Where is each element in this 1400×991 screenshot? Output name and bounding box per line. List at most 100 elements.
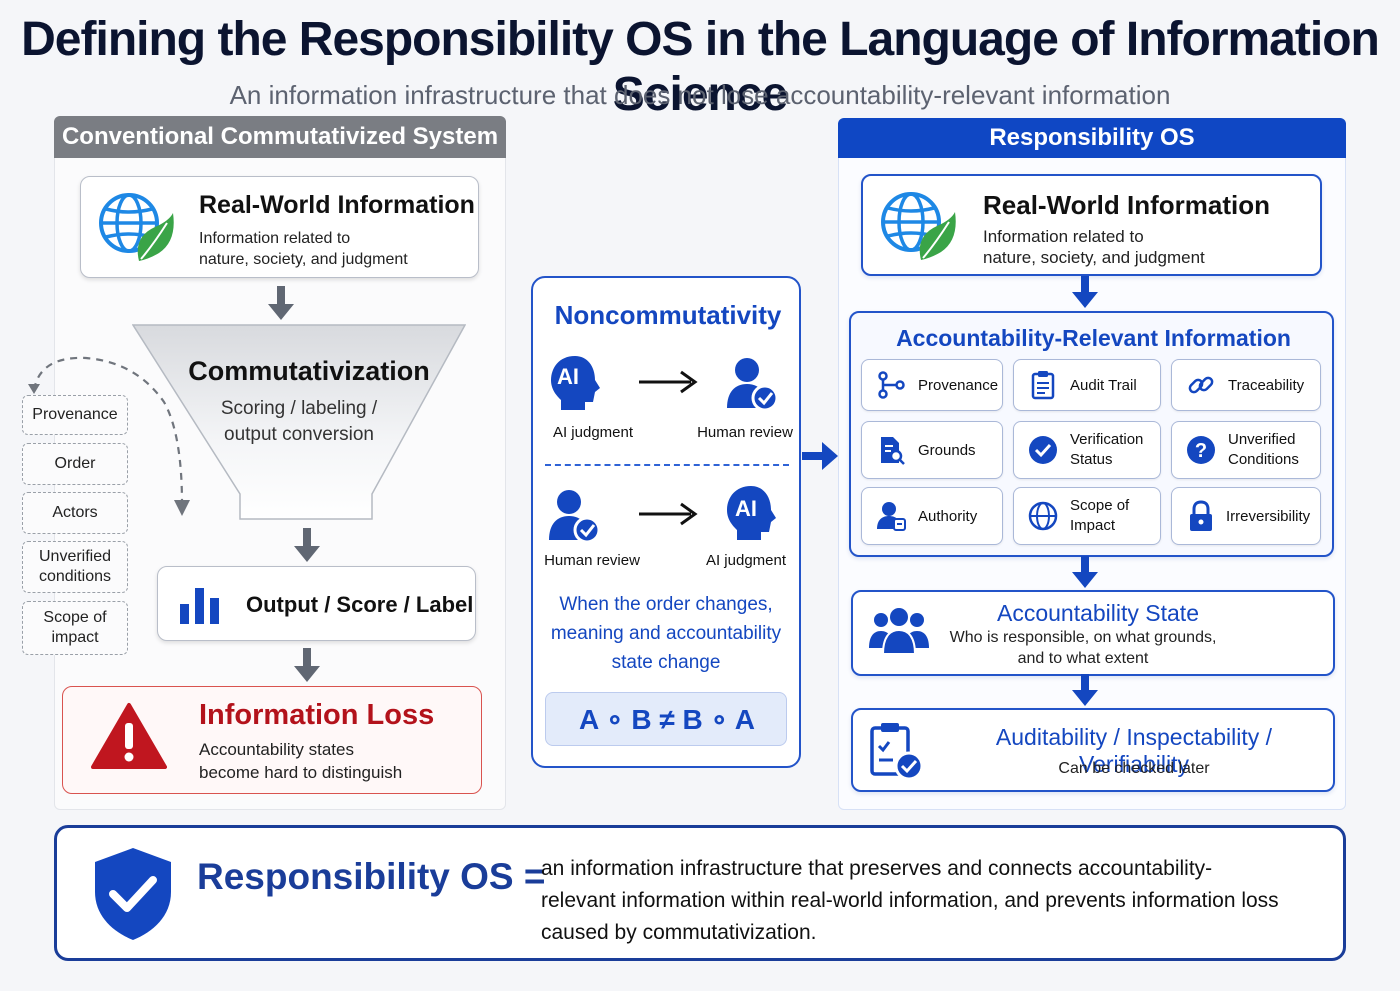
left-real-world-desc-2: nature, society, and judgment <box>199 251 408 268</box>
acc-item-label: Unverified Conditions <box>1228 431 1299 468</box>
output-card: Output / Score / Label <box>157 566 476 641</box>
info-loss-card: Information Loss Accountability states b… <box>62 686 482 794</box>
responsibility-os-header: Responsibility OS <box>838 118 1346 158</box>
human-review-icon <box>727 358 779 412</box>
acc-item-scope-of-impact: Scope of Impact <box>1013 487 1161 545</box>
info-loss-title: Information Loss <box>199 699 435 731</box>
globe-leaf-icon <box>879 188 959 264</box>
arrow-right-icon <box>639 502 698 526</box>
funnel-shape <box>132 324 466 520</box>
row2-left-label: Human review <box>544 552 640 569</box>
arrow-down-icon <box>1072 276 1098 308</box>
acc-state-desc-1: Who is responsible, on what grounds, <box>949 629 1217 646</box>
side-item-provenance: Provenance <box>22 395 128 435</box>
acc-item-audit-trail: Audit Trail <box>1013 359 1161 411</box>
clipboard-check-icon <box>870 723 924 781</box>
svg-text:?: ? <box>1195 440 1207 462</box>
acc-item-traceability: Traceability <box>1171 359 1321 411</box>
question-icon: ? <box>1184 433 1218 467</box>
arrow-right-icon <box>802 442 838 470</box>
row2-right-label: AI judgment <box>705 552 787 569</box>
lock-icon <box>1184 499 1218 533</box>
side-item-actors: Actors <box>22 492 128 534</box>
row1-left-label: AI judgment <box>552 424 634 441</box>
statement-line-1: When the order changes, <box>559 594 773 615</box>
acc-item-provenance: Provenance <box>861 359 1003 411</box>
ai-head-icon: AI <box>725 484 777 542</box>
acc-info-card: Accountability-Relevant Information Prov… <box>849 311 1334 557</box>
row1-right-label: Human review <box>697 424 793 441</box>
link-icon <box>1184 368 1218 402</box>
acc-item-unverified-conditions: ? Unverified Conditions <box>1171 421 1321 479</box>
document-search-icon <box>874 433 908 467</box>
funnel-title: Commutativization <box>188 356 430 386</box>
clipboard-icon <box>1026 368 1060 402</box>
acc-state-title: Accountability State <box>996 600 1199 626</box>
acc-info-title: Accountability-Relevant Information <box>896 325 1291 351</box>
right-real-world-card: Real-World Information Information relat… <box>861 174 1322 276</box>
globe-icon <box>1026 499 1060 533</box>
arrow-down-icon <box>1072 674 1098 706</box>
human-review-icon <box>549 490 601 544</box>
acc-item-label: Provenance <box>918 376 999 394</box>
ai-badge-text: AI <box>557 364 579 389</box>
branch-icon <box>874 368 908 402</box>
formula: A ∘ B ≠ B ∘ A <box>579 704 755 735</box>
arrow-down-icon <box>294 528 320 562</box>
acc-item-label: Audit Trail <box>1070 376 1137 394</box>
definition-line-1: an information infrastructure that prese… <box>541 857 1213 880</box>
acc-item-label: Irreversibility <box>1226 507 1311 525</box>
acc-item-authority: Authority <box>861 487 1003 545</box>
acc-item-verification-status: Verification Status <box>1013 421 1161 479</box>
acc-item-grounds: Grounds <box>861 421 1003 479</box>
acc-item-label: Grounds <box>918 441 976 459</box>
shield-check-icon <box>95 848 171 940</box>
audit-card: Auditability / Inspectability / Verifiab… <box>851 708 1335 792</box>
audit-title: Auditability / Inspectability / Verifiab… <box>995 724 1273 777</box>
acc-item-label: Traceability <box>1228 376 1305 394</box>
right-real-world-desc-1: Information related to <box>983 227 1144 246</box>
check-circle-icon <box>1026 433 1060 467</box>
center-divider <box>545 464 789 466</box>
side-item-unverified: Unverified conditions <box>22 541 128 593</box>
acc-item-label: Verification Status <box>1070 431 1144 468</box>
arrow-right-icon <box>639 370 698 394</box>
ai-head-icon: AI <box>549 354 601 412</box>
noncommutativity-title: Noncommutativity <box>554 300 782 330</box>
right-real-world-title: Real-World Information <box>983 190 1270 220</box>
acc-item-label: Authority <box>918 507 978 525</box>
dashed-loss-arrow <box>28 356 190 516</box>
statement-line-2: meaning and accountability <box>550 623 782 644</box>
arrow-down-icon <box>268 286 294 320</box>
page-title: Defining the Responsibility OS in the La… <box>21 13 1380 121</box>
funnel-desc-1: Scoring / labeling / <box>220 398 378 419</box>
right-real-world-desc-2: nature, society, and judgment <box>983 248 1205 267</box>
audit-desc: Can be checked later <box>1058 760 1210 777</box>
acc-item-irreversibility: Irreversibility <box>1171 487 1321 545</box>
bar-chart-icon <box>180 588 219 624</box>
side-item-scope: Scope of impact <box>22 601 128 655</box>
page-subtitle: An information infrastructure that does … <box>229 80 1171 110</box>
definition-box: Responsibility OS = an information infra… <box>54 825 1346 961</box>
funnel-desc-2: output conversion <box>224 424 374 445</box>
ai-badge-text: AI <box>735 496 757 521</box>
noncommutativity-panel: Noncommutativity AI AI judgment Human re… <box>531 276 801 768</box>
warning-icon <box>91 703 167 769</box>
output-label: Output / Score / Label <box>246 592 474 617</box>
definition-term: Responsibility OS = <box>197 856 546 897</box>
user-badge-icon <box>874 499 908 533</box>
left-real-world-desc-1: Information related to <box>199 230 351 247</box>
formula-box: A ∘ B ≠ B ∘ A <box>545 692 787 746</box>
acc-state-desc-2: and to what extent <box>1017 650 1149 667</box>
side-item-order: Order <box>22 443 128 485</box>
statement-line-3: state change <box>611 652 721 673</box>
conventional-header: Conventional Commutativized System <box>54 116 506 158</box>
acc-item-label: Scope of Impact <box>1070 497 1130 534</box>
arrow-down-icon <box>294 648 320 682</box>
info-loss-desc-1: Accountability states <box>199 740 354 759</box>
info-loss-desc-2: become hard to distinguish <box>199 763 403 782</box>
left-real-world-card: Real-World Information Information relat… <box>80 176 479 278</box>
definition-line-2: relevant information within real-world i… <box>541 889 1279 912</box>
acc-state-card: Accountability State Who is responsible,… <box>851 590 1335 676</box>
left-real-world-title: Real-World Information <box>199 191 475 219</box>
